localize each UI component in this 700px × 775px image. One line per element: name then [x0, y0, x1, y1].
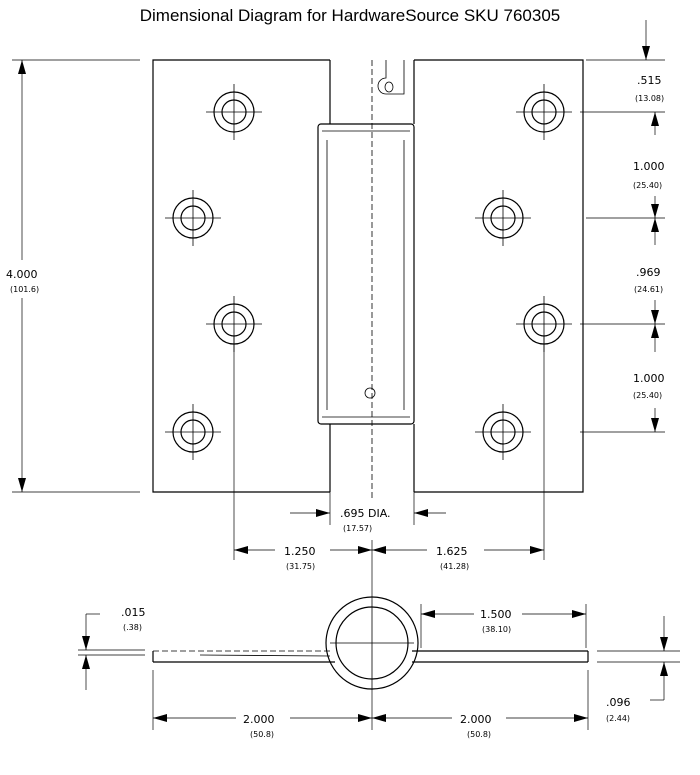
pin-diameter-dimension: .695 DIA. (17.57) [290, 492, 446, 533]
diagram-title: Dimensional Diagram for HardwareSource S… [139, 6, 561, 25]
spacing-b-mm: (24.61) [634, 285, 663, 294]
vertical-spacing-dimensions: .515 (13.08) 1.000 (25.40) .969 (24.61) … [580, 20, 665, 433]
pin-dia-value: .695 DIA. [340, 507, 391, 520]
spacing-a-mm: (25.40) [633, 181, 662, 190]
right-flat-mm: (38.10) [482, 625, 511, 634]
right-offset-value: 1.625 [436, 545, 468, 558]
leaf-gauge-mm: (2.44) [606, 714, 630, 723]
spacing-b-value: .969 [636, 266, 661, 279]
leaf-gauge-value: .096 [606, 696, 631, 709]
left-offset-mm: (31.75) [286, 562, 315, 571]
right-offset-mm: (41.28) [440, 562, 469, 571]
height-mm: (101.6) [10, 285, 39, 294]
left-offset-value: 1.250 [284, 545, 316, 558]
right-width-value: 2.000 [460, 713, 492, 726]
side-view-dimensions: .015 (.38) 1.500 (38.10) .096 (2.44) 2.0… [78, 604, 680, 739]
screw-hole [475, 404, 531, 460]
hole-offset-dimensions: 1.250 (31.75) 1.625 (41.28) [233, 336, 545, 600]
right-width-mm: (50.8) [467, 730, 491, 739]
left-width-value: 2.000 [243, 713, 275, 726]
spacing-c-value: 1.000 [633, 372, 665, 385]
top-offset-value: .515 [637, 74, 662, 87]
screw-hole [165, 404, 221, 460]
pin-dia-mm: (17.57) [343, 524, 372, 533]
hinge-front-view [152, 59, 584, 500]
screw-hole [165, 190, 221, 246]
spacing-a-value: 1.000 [633, 160, 665, 173]
screw-hole [516, 84, 572, 140]
left-width-mm: (50.8) [250, 730, 274, 739]
spacing-c-mm: (25.40) [633, 391, 662, 400]
screw-hole [475, 190, 531, 246]
right-leaf-outline [414, 59, 584, 493]
screw-hole [206, 84, 262, 140]
barrel-outline [317, 123, 415, 425]
hinge-side-view [152, 596, 589, 690]
thickness-mm: (.38) [123, 623, 142, 632]
top-offset-mm: (13.08) [635, 94, 664, 103]
left-leaf-outline [152, 59, 330, 493]
thickness-value: .015 [121, 606, 146, 619]
height-value: 4.000 [6, 268, 38, 281]
height-dimension: 4.000 (101.6) [6, 59, 140, 493]
right-flat-value: 1.500 [480, 608, 512, 621]
